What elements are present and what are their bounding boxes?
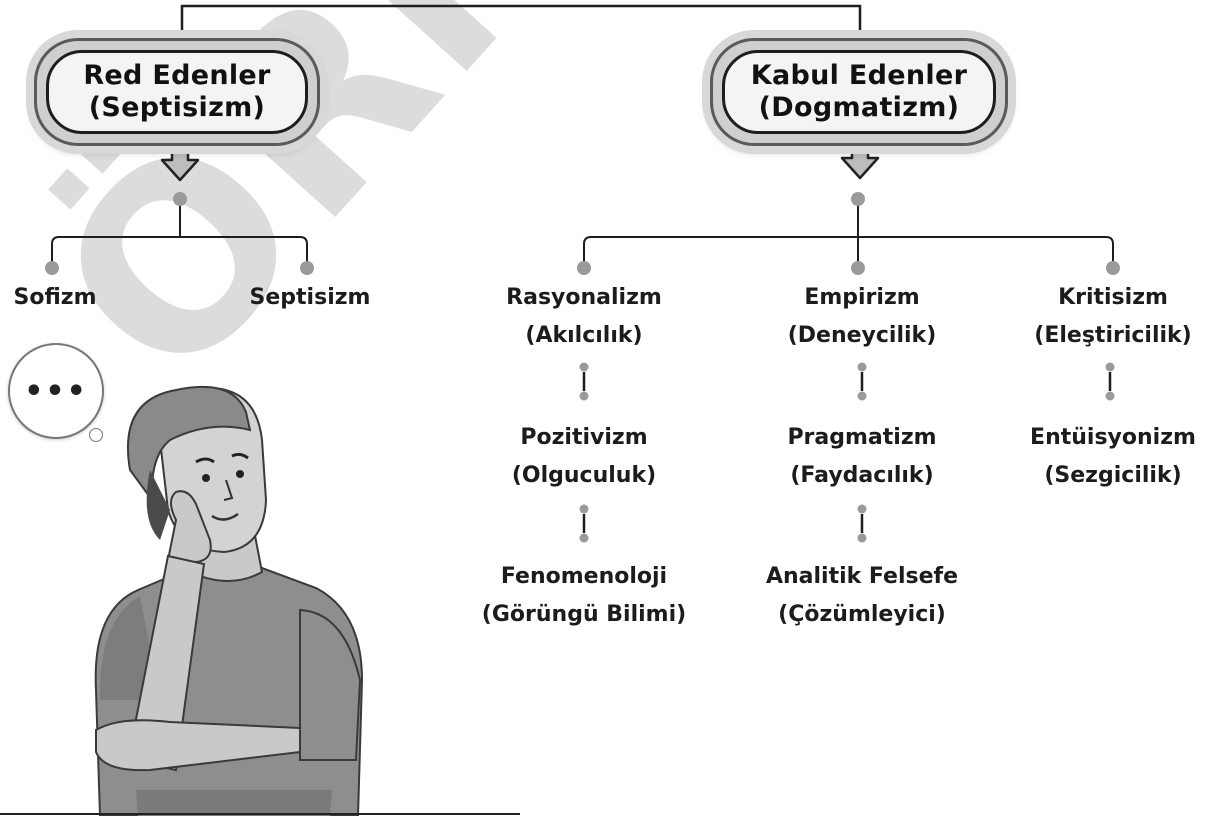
top-bracket-line bbox=[180, 4, 862, 42]
node-pozitivizm: Pozitivizm (Olguculuk) bbox=[484, 419, 684, 495]
node-label: Pozitivizm bbox=[520, 425, 648, 450]
branch-line bbox=[583, 236, 1114, 268]
accept-group-subtitle: (Dogmatizm) bbox=[758, 92, 960, 123]
node-label: Analitik Felsefe bbox=[765, 564, 959, 589]
accept-group-title: Kabul Edenler bbox=[750, 60, 968, 91]
node-sublabel: (Deneycilik) bbox=[787, 323, 937, 348]
node-label: Rasyonalizm bbox=[506, 285, 662, 310]
thinking-person-illustration bbox=[0, 385, 520, 816]
node-dot bbox=[1106, 261, 1120, 275]
link-connector bbox=[1105, 362, 1115, 401]
node-sublabel: (Akılcılık) bbox=[525, 323, 643, 348]
node-entuisyonizm: Entüisyonizm (Sezgicilik) bbox=[1013, 419, 1213, 495]
node-dot bbox=[300, 261, 314, 275]
reject-group-pill: Red Edenler (Septisizm) bbox=[34, 38, 320, 146]
node-dot bbox=[577, 261, 591, 275]
node-septisizm: Septisizm bbox=[230, 279, 390, 317]
node-label: Entüisyonizm bbox=[1030, 425, 1196, 450]
node-sublabel: (Faydacılık) bbox=[790, 463, 934, 488]
node-dot bbox=[173, 192, 187, 206]
node-label: Septisizm bbox=[249, 285, 371, 310]
accept-group-pill: Kabul Edenler (Dogmatizm) bbox=[710, 38, 1008, 146]
node-sublabel: (Sezgicilik) bbox=[1044, 463, 1182, 488]
node-pragmatizm: Pragmatizm (Faydacılık) bbox=[762, 419, 962, 495]
node-sublabel: (Görüngü Bilimi) bbox=[481, 602, 687, 627]
node-dot bbox=[851, 261, 865, 275]
reject-group-title: Red Edenler bbox=[83, 60, 271, 91]
thought-bubble: ••• bbox=[8, 343, 104, 439]
node-sofizm: Sofizm bbox=[0, 279, 110, 317]
node-fenomenoloji: Fenomenoloji (Görüngü Bilimi) bbox=[474, 558, 694, 634]
branch-line bbox=[51, 236, 308, 268]
node-sublabel: (Eleştiricilik) bbox=[1034, 323, 1192, 348]
node-label: Sofizm bbox=[13, 285, 97, 310]
node-label: Pragmatizm bbox=[787, 425, 937, 450]
link-connector bbox=[579, 504, 589, 543]
node-sublabel: (Olguculuk) bbox=[511, 463, 657, 488]
node-kritisizm: Kritisizm (Eleştiricilik) bbox=[1015, 279, 1211, 355]
link-connector bbox=[857, 362, 867, 401]
node-dot bbox=[851, 192, 865, 206]
node-label: Empirizm bbox=[804, 285, 920, 310]
link-connector bbox=[857, 504, 867, 543]
link-connector bbox=[579, 362, 589, 401]
node-rasyonalizm: Rasyonalizm (Akılcılık) bbox=[484, 279, 684, 355]
node-analitik-felsefe: Analitik Felsefe (Çözümleyici) bbox=[742, 558, 982, 634]
node-label: Kritisizm bbox=[1058, 285, 1168, 310]
thought-bubble-tail bbox=[89, 428, 103, 442]
node-sublabel: (Çözümleyici) bbox=[778, 602, 946, 627]
node-dot bbox=[45, 261, 59, 275]
thought-bubble-text: ••• bbox=[24, 373, 88, 409]
node-label: Fenomenoloji bbox=[500, 564, 668, 589]
reject-group-subtitle: (Septisizm) bbox=[88, 92, 266, 123]
node-empirizm: Empirizm (Deneycilik) bbox=[762, 279, 962, 355]
